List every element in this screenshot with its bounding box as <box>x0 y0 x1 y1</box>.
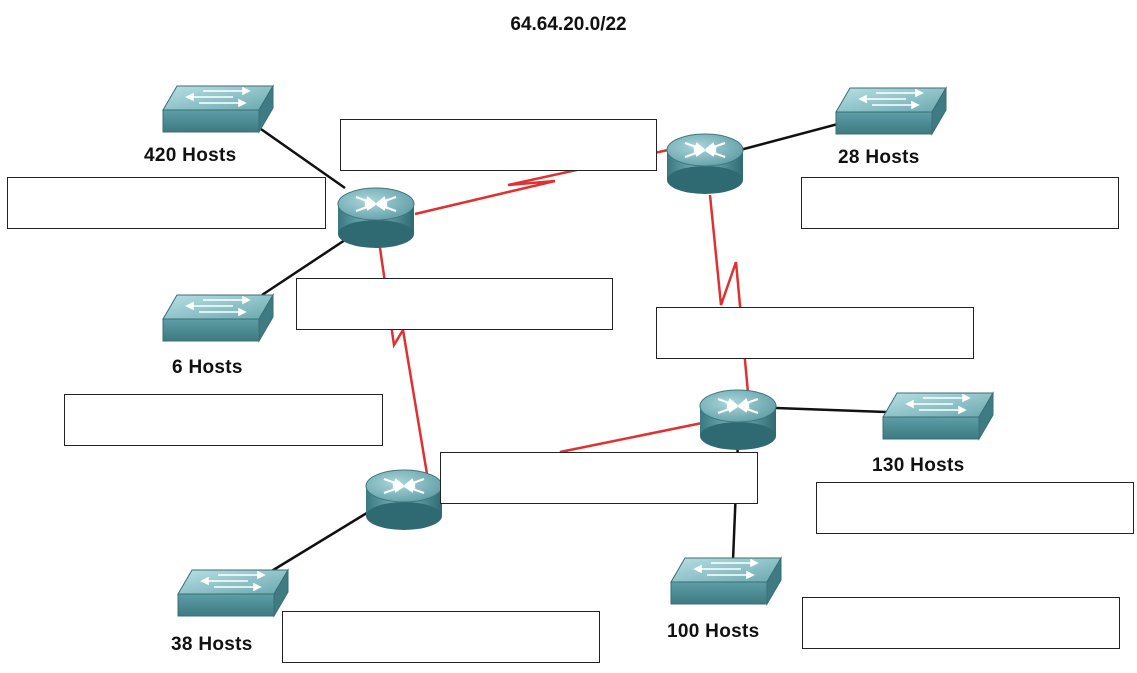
router-icon <box>364 468 444 532</box>
lan-label-130: 130 Hosts <box>872 455 965 476</box>
answer-box-wan-bottom[interactable] <box>440 452 758 504</box>
router-icon <box>336 186 416 250</box>
router-icon <box>665 132 745 196</box>
answer-box-wan-left[interactable] <box>296 278 613 330</box>
answer-box-wan-right[interactable] <box>656 307 974 359</box>
lan-label-38: 38 Hosts <box>171 634 253 655</box>
answer-box-lan-130[interactable] <box>816 482 1134 534</box>
lan-link-28 <box>739 122 839 152</box>
answer-box-wan-top[interactable] <box>340 119 657 171</box>
switch-icon <box>162 294 274 342</box>
lan-link-6 <box>261 236 349 297</box>
diagram-title: 64.64.20.0/22 <box>510 14 627 35</box>
lan-link-130 <box>775 406 887 414</box>
lan-label-6: 6 Hosts <box>172 357 243 378</box>
wan-link-right <box>708 194 750 394</box>
lan-label-100: 100 Hosts <box>667 621 760 642</box>
answer-box-lan-420[interactable] <box>7 177 326 229</box>
switch-icon <box>177 569 289 617</box>
switch-icon <box>882 392 994 440</box>
switch-icon <box>835 87 947 135</box>
lan-link-38 <box>269 506 376 574</box>
answer-box-lan-6[interactable] <box>64 394 383 446</box>
switch-icon <box>670 557 782 605</box>
lan-label-28: 28 Hosts <box>838 147 920 168</box>
router-icon <box>698 388 778 452</box>
lan-link-420 <box>257 125 346 190</box>
lan-label-420: 420 Hosts <box>144 145 237 166</box>
answer-box-lan-100[interactable] <box>802 597 1120 649</box>
answer-box-lan-38[interactable] <box>282 611 600 663</box>
answer-box-lan-28[interactable] <box>801 177 1119 229</box>
switch-icon <box>162 85 274 133</box>
